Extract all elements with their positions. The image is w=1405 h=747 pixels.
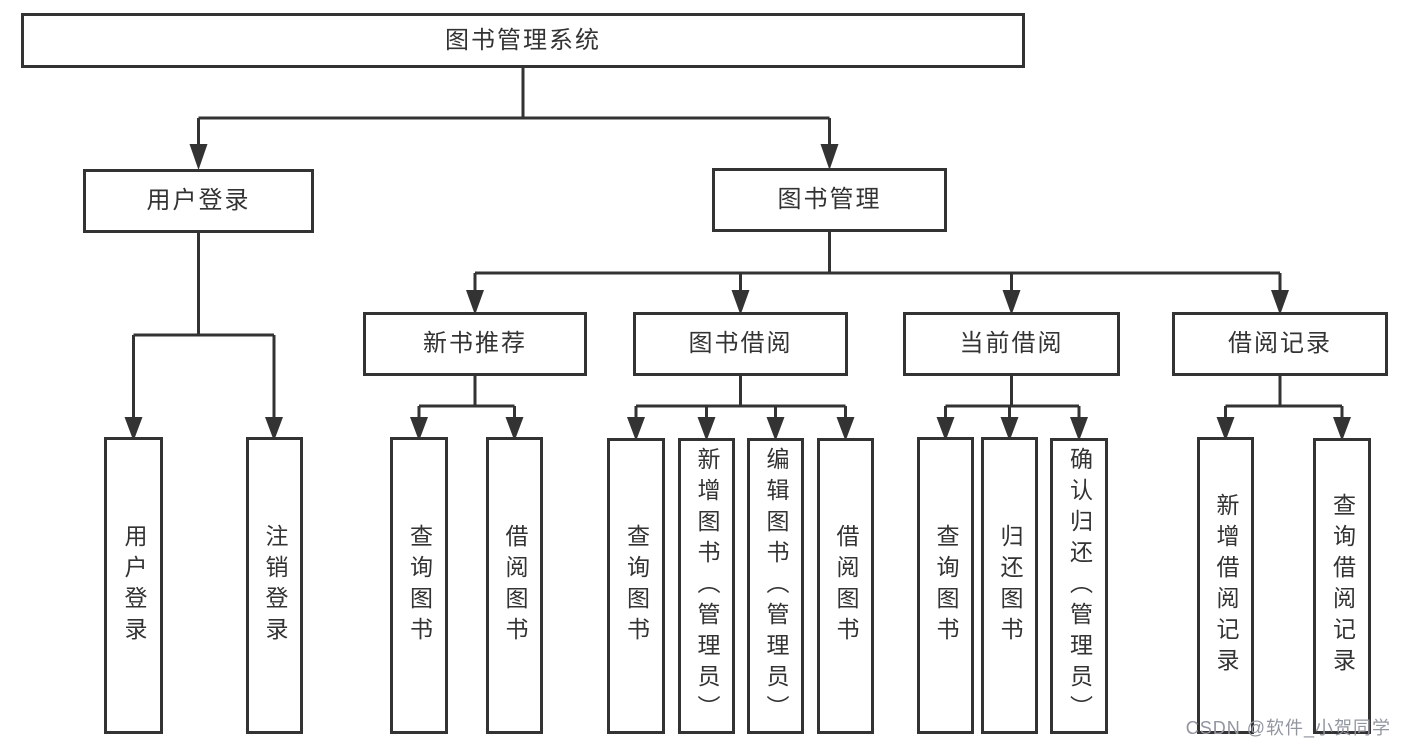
node-new-book-rec-label: 新书推荐 [423,330,527,357]
arrow-down-icon [627,417,645,441]
leaf-user-login-label: 用户登录 [121,523,147,648]
arrow-down-icon [466,290,484,315]
arrow-down-icon [410,417,428,441]
arrow-down-icon [1070,417,1088,441]
node-user-login: 用户登录 [83,169,314,233]
arrow-down-icon [1271,290,1289,315]
node-current-borrow: 当前借阅 [903,312,1120,376]
leaf-add-book-admin-label: 新增图书（管理员） [694,446,720,726]
connector-new-book-rec [410,376,524,441]
arrow-down-icon [1000,417,1019,441]
leaf-confirm-return-admin: 确认归还（管理员） [1050,438,1108,734]
leaf-logout-login-label: 注销登录 [262,523,288,648]
node-book-mgmt: 图书管理 [712,168,947,232]
leaf-add-borrow-record-label: 新增借阅记录 [1213,492,1239,679]
connector-book-mgmt [466,232,1289,315]
leaf-add-book-admin: 新增图书（管理员） [678,438,735,734]
leaf-query-borrow-record: 查询借阅记录 [1313,438,1371,734]
node-book-borrow-label: 图书借阅 [688,330,793,357]
node-library-system-label: 图书管理系统 [445,26,601,54]
leaf-query-borrow-record-label: 查询借阅记录 [1329,493,1356,679]
connector-root [189,68,839,170]
leaf-query-book-current: 查询图书 [917,437,974,734]
arrow-down-icon [936,417,955,441]
leaf-query-book-rec-label: 查询图书 [406,523,433,648]
arrow-down-icon [731,290,750,315]
leaf-user-login: 用户登录 [104,437,163,734]
arrow-down-icon [265,417,283,441]
arrow-down-icon [1333,417,1351,441]
leaf-query-book-rec: 查询图书 [390,437,448,734]
node-user-login-label: 用户登录 [146,187,251,214]
node-borrow-records: 借阅记录 [1172,312,1388,376]
arrow-down-icon [124,417,143,441]
leaf-edit-book-admin: 编辑图书（管理员） [747,438,804,734]
arrow-down-icon [1216,417,1235,441]
leaf-return-book: 归还图书 [981,437,1038,734]
node-current-borrow-label: 当前借阅 [959,330,1064,357]
node-book-mgmt-label: 图书管理 [777,186,882,213]
arrow-down-icon [836,417,855,441]
leaf-query-book-borrow-label: 查询图书 [623,524,650,648]
arrow-down-icon [820,144,839,170]
leaf-borrow-book-rec-label: 借阅图书 [502,523,528,648]
leaf-query-book-current-label: 查询图书 [933,523,959,648]
arrow-down-icon [189,144,208,170]
leaf-edit-book-admin-label: 编辑图书（管理员） [763,446,789,726]
leaf-return-book-label: 归还图书 [997,523,1023,648]
node-borrow-records-label: 借阅记录 [1228,330,1332,357]
node-library-system: 图书管理系统 [21,13,1025,68]
connector-current-borrow [936,376,1088,441]
arrow-down-icon [505,417,524,441]
connector-borrow-records [1216,376,1351,441]
arrow-down-icon [766,417,785,441]
connector-book-borrow [627,376,855,441]
leaf-query-book-borrow: 查询图书 [607,438,665,734]
leaf-borrow-book-rec: 借阅图书 [486,437,543,734]
arrow-down-icon [1002,290,1021,315]
leaf-confirm-return-admin-label: 确认归还（管理员） [1066,446,1093,726]
node-new-book-rec: 新书推荐 [363,312,587,376]
leaf-borrow-book-label: 借阅图书 [833,524,859,648]
node-book-borrow: 图书借阅 [633,312,848,376]
connector-user-login [124,233,283,441]
arrow-down-icon [697,417,716,441]
leaf-borrow-book: 借阅图书 [817,438,874,734]
leaf-logout-login: 注销登录 [246,437,303,734]
leaf-add-borrow-record: 新增借阅记录 [1197,437,1254,734]
csdn-watermark: CSDN @软件_小贺同学 [1185,718,1391,738]
